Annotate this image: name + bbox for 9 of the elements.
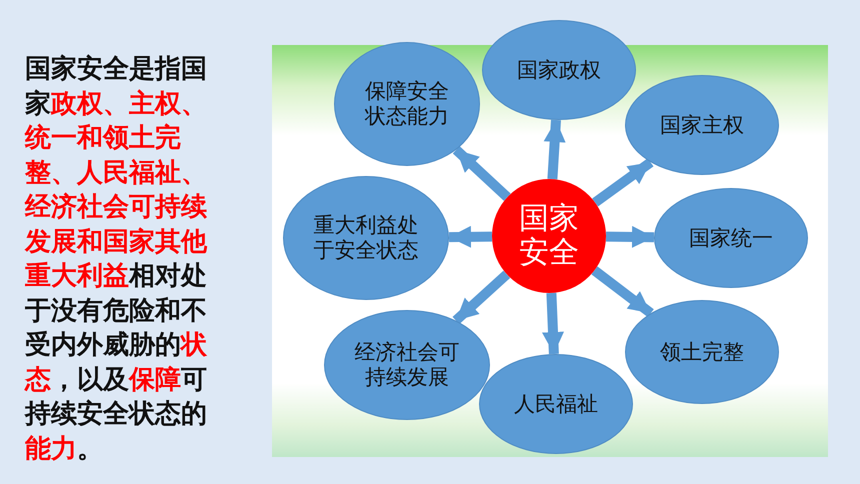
arrow <box>591 266 654 318</box>
arrow <box>542 292 564 354</box>
arrow <box>448 226 492 248</box>
arrow <box>592 158 654 207</box>
arrow <box>606 226 654 248</box>
arrow <box>452 270 510 324</box>
arrow <box>452 146 511 201</box>
arrow <box>544 120 566 180</box>
definition-paragraph: 国家安全是指国家政权、主权、统一和领土完整、人民福祉、经济社会可持续发展和国家其他重大利益相对处于没有危险和不受内外威胁的状态，以及保障可持续安全状态的能力。 <box>25 53 208 466</box>
